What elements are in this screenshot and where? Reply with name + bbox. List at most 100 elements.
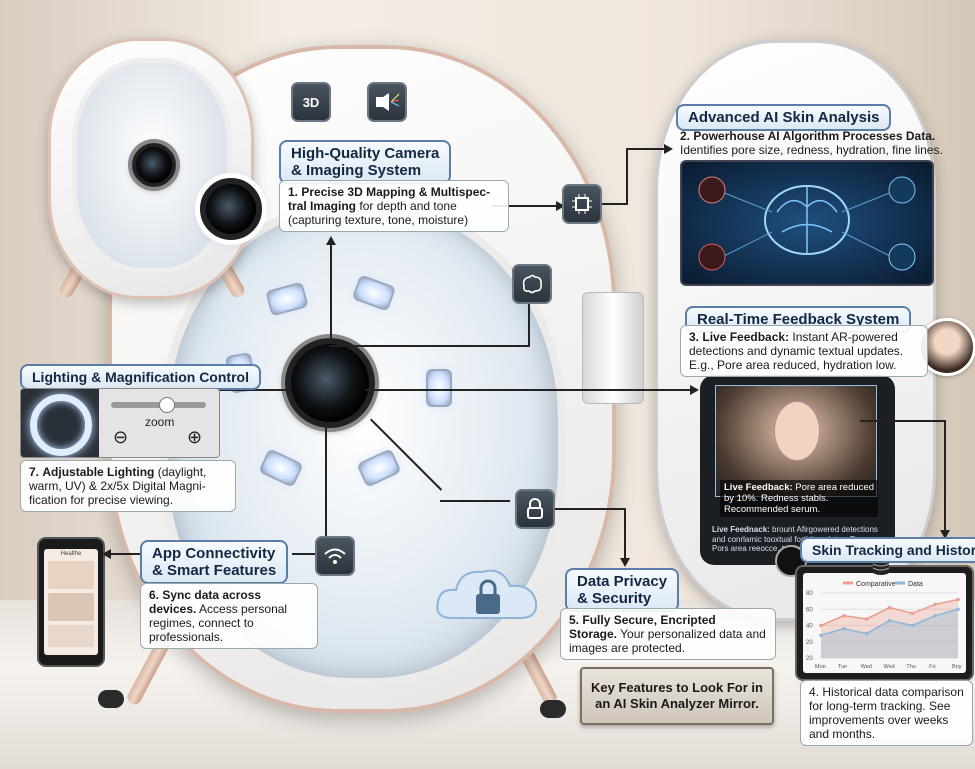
connector (365, 389, 690, 391)
feedback-rest: Instant AR-powered detections and dynami… (689, 330, 904, 358)
live-feedback-log-label: Live Feednack: (712, 525, 770, 534)
legend-label: Comparative (856, 581, 896, 588)
privacy-feature-title: Data Privacy & Security (565, 568, 680, 612)
tracking-rest: Historical data comparison for long-term… (809, 685, 964, 741)
hinge (582, 292, 644, 404)
ai-bold: Powerhouse AI Algorithm Processes Data. (693, 129, 936, 143)
data-point (864, 631, 869, 636)
live-feedback-log: Live Feednack: brount Afirgowered detect… (712, 525, 884, 554)
privacy-title-line1: Data Privacy (577, 573, 668, 590)
connector (292, 553, 327, 555)
lighting-num: 7. (29, 465, 40, 479)
camera-sub: (capturing texture, tone, moisture) (288, 213, 469, 227)
feedback-sub: E.g., Pore area reduced, hydration low. (689, 358, 897, 372)
arrow-head (664, 144, 673, 154)
y-tick-label: 20 (806, 640, 813, 646)
arrow-head (690, 385, 699, 395)
data-point (910, 623, 915, 628)
data-point (864, 617, 869, 621)
ring-camera-lens (200, 178, 262, 240)
app-title-line1: App Connectivity (152, 545, 276, 562)
connector (330, 345, 530, 347)
tracking-num: 4. (809, 685, 820, 699)
compact-camera-lens (132, 143, 176, 187)
data-point (842, 613, 846, 618)
privacy-rest: Your personalized data and images are pr… (569, 627, 766, 655)
y-tick-label: 40 (806, 624, 813, 630)
multispectral-icon (367, 82, 407, 122)
connector (944, 420, 946, 532)
face-illustration (774, 401, 820, 461)
cloud-lock-icon (432, 560, 544, 628)
y-tick-label: 80 (806, 591, 813, 597)
arrow-head (940, 530, 950, 539)
data-point (956, 597, 960, 602)
mirror-foot-left (98, 690, 124, 708)
x-tick-label: Wed (884, 664, 895, 670)
connector (860, 420, 945, 422)
ai-feature-title: Advanced AI Skin Analysis (676, 104, 892, 131)
live-feedback-text: Pore area reduced by 10%. Redness stabls… (724, 482, 874, 515)
zoom-slider-thumb[interactable] (159, 397, 175, 413)
connector (598, 203, 626, 205)
connector (624, 508, 626, 560)
lighting-control-panel: zoom ⊖ ⊕ (20, 388, 220, 458)
app-bold: Sync data across devices. (149, 588, 262, 616)
feedback-bold: Live Feedback: (702, 330, 790, 344)
main-camera-lens (285, 338, 375, 428)
lighting-feature-desc: 7. Adjustable Lighting (daylight, warm, … (20, 460, 236, 512)
data-point (819, 623, 823, 628)
phone-app-name: Healthe (60, 551, 82, 557)
ai-num: 2. (680, 129, 691, 143)
mirror-foot-right (540, 700, 566, 718)
camera-title-line1: High-Quality Camera (291, 145, 440, 162)
led-light (426, 369, 452, 407)
privacy-num: 5. (569, 613, 580, 627)
camera-feature-title: High-Quality Camera & Imaging System (279, 140, 452, 184)
tracking-feature-desc: 4. Historical data comparison for long-t… (800, 680, 973, 746)
x-tick-label: Thu (906, 664, 915, 670)
ai-rest: Identifies pore size, redness, hydration… (680, 143, 943, 157)
camera-bold: Precise 3D Mapping & Multispec-tral Imag… (288, 185, 491, 213)
x-tick-label: Fri (929, 664, 935, 670)
lighting-bold: Adjustable Lighting (42, 465, 155, 479)
connector (492, 205, 560, 207)
privacy-title-line2: & Security (577, 590, 652, 607)
wifi-icon (315, 536, 355, 576)
app-rest: Access personal regimes, connect to prof… (149, 602, 288, 644)
processor-chip-icon (562, 184, 602, 224)
connector (528, 293, 530, 347)
brain-network-illustration (698, 176, 916, 271)
camera-num: 1. (288, 185, 299, 199)
data-point (910, 611, 915, 616)
connector (440, 500, 510, 502)
zoom-slider-track[interactable] (111, 402, 206, 408)
lighting-feature-title: Lighting & Magnification Control (20, 364, 261, 390)
privacy-bold: Fully Secure, Encripted Storage. (569, 613, 716, 641)
zoom-label: zoom (145, 415, 175, 429)
arrow-head (326, 236, 336, 245)
lighting-rest: (daylight, warm, UV) & 2x/5x Digital Mag… (29, 465, 207, 507)
ai-analysis-screen (680, 160, 934, 286)
phone-card (48, 625, 94, 647)
connector (626, 148, 628, 205)
zoom-out-icon[interactable]: ⊖ (113, 427, 129, 447)
legend-label: Data (908, 581, 923, 588)
camera-rest: for depth and tone (359, 199, 457, 213)
connector (330, 242, 332, 338)
app-title-line2: & Smart Features (152, 562, 277, 579)
series-area (821, 599, 958, 658)
data-point (887, 618, 892, 623)
live-feedback-log-text: brount Afirgowered detections and conrla… (712, 525, 878, 553)
connector (626, 148, 666, 150)
brain-icon (512, 264, 552, 304)
zoom-in-icon[interactable]: ⊕ (187, 427, 203, 447)
data-point (819, 633, 823, 638)
phone-screen: Healthe (44, 549, 98, 655)
data-point (842, 626, 846, 631)
y-tick-label: 20 (806, 656, 813, 662)
ai-feature-desc: 2. Powerhouse AI Algorithm Processes Dat… (672, 125, 958, 161)
3d-cube-icon: 3D (291, 82, 331, 122)
